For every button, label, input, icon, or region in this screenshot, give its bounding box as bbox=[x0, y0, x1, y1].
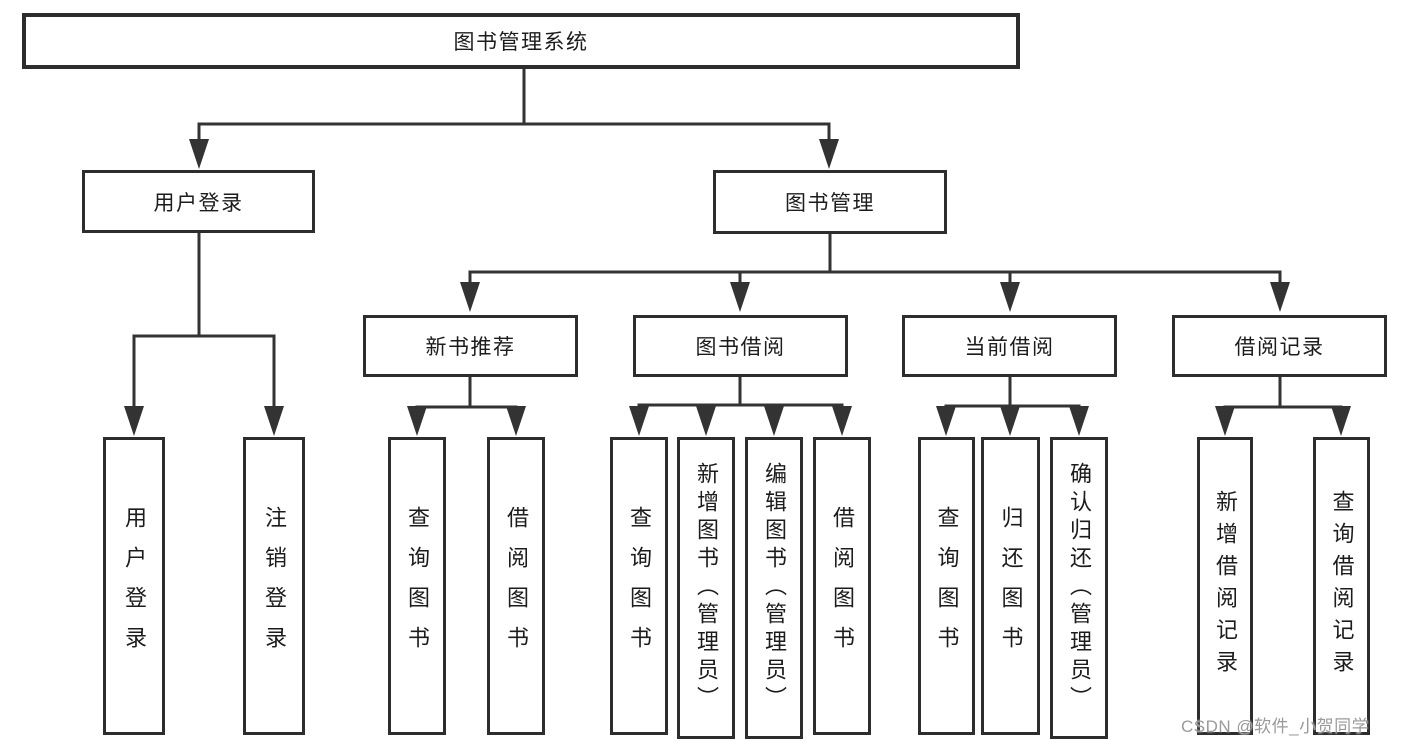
node-library-management-system: 图书管理系统 bbox=[22, 13, 1020, 69]
node-add-borrow-record: 新增借阅记录 bbox=[1197, 437, 1253, 735]
node-label: 图书借阅 bbox=[695, 336, 786, 359]
node-label: 查询图书 bbox=[627, 506, 652, 666]
node-borrowing-records: 借阅记录 bbox=[1172, 315, 1387, 377]
node-label: 借阅图书 bbox=[830, 506, 855, 666]
node-label: 图书管理 bbox=[785, 192, 875, 215]
node-query-borrow-record: 查询借阅记录 bbox=[1313, 437, 1370, 735]
node-current-query-books: 查询图书 bbox=[918, 437, 975, 735]
node-label: 编辑图书（管理员） bbox=[762, 462, 787, 714]
node-return-books: 归还图书 bbox=[981, 437, 1040, 735]
node-user-login: 用户登录 bbox=[82, 170, 315, 233]
node-borrow-query-books: 查询图书 bbox=[610, 437, 668, 735]
node-borrow-books-action: 借阅图书 bbox=[813, 437, 871, 735]
node-current-borrowing: 当前借阅 bbox=[902, 315, 1117, 377]
node-label: 新书推荐 bbox=[425, 336, 516, 359]
csdn-watermark: CSDN @软件_小贺同学 bbox=[1181, 717, 1370, 736]
node-label: 图书管理系统 bbox=[453, 31, 589, 54]
node-recommend-query-books: 查询图书 bbox=[388, 437, 446, 735]
node-recommend-borrow-books: 借阅图书 bbox=[487, 437, 545, 735]
node-label: 查询图书 bbox=[405, 506, 430, 666]
node-label: 查询借阅记录 bbox=[1329, 490, 1355, 682]
node-label: 用户登录 bbox=[122, 506, 147, 666]
node-confirm-return-admin: 确认归还（管理员） bbox=[1050, 437, 1108, 739]
node-label: 新增借阅记录 bbox=[1213, 490, 1238, 682]
node-new-book-recommendation: 新书推荐 bbox=[363, 315, 578, 377]
node-book-management: 图书管理 bbox=[713, 170, 947, 234]
node-label: 借阅图书 bbox=[504, 506, 529, 666]
node-label: 确认归还（管理员） bbox=[1067, 462, 1092, 714]
node-label: 注销登录 bbox=[262, 506, 287, 666]
node-label: 当前借阅 bbox=[964, 336, 1055, 359]
node-add-books-admin: 新增图书（管理员） bbox=[677, 437, 735, 739]
node-edit-books-admin: 编辑图书（管理员） bbox=[745, 437, 803, 739]
node-label: 借阅记录 bbox=[1234, 336, 1325, 359]
node-label: 用户登录 bbox=[153, 191, 244, 215]
node-user-login-action: 用户登录 bbox=[103, 437, 165, 735]
node-label: 新增图书（管理员） bbox=[694, 462, 719, 714]
node-label: 归还图书 bbox=[998, 506, 1024, 666]
node-book-borrowing: 图书借阅 bbox=[633, 315, 848, 377]
node-logout-action: 注销登录 bbox=[243, 437, 305, 735]
node-label: 查询图书 bbox=[934, 506, 960, 666]
